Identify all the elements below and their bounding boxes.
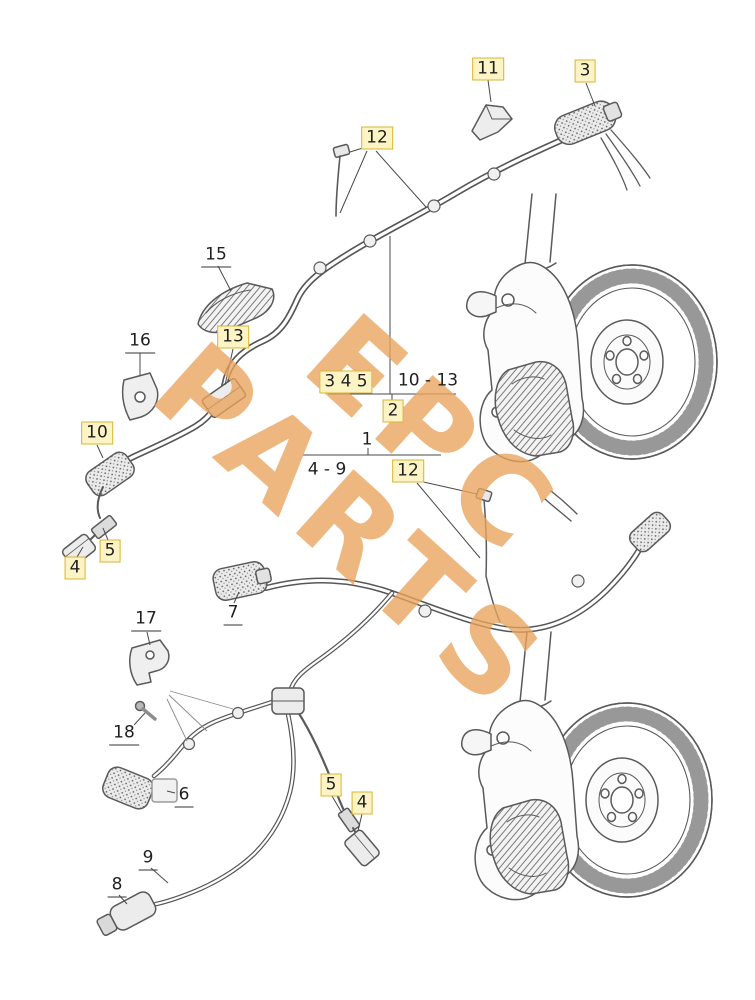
bracket-17	[128, 639, 170, 686]
wheel-sensor-head	[628, 511, 672, 553]
cable-tie-12-bottom	[475, 487, 501, 623]
callout-13-4: 13	[217, 325, 249, 349]
callout-12-2: 12	[361, 126, 393, 150]
grommet-clip	[231, 706, 245, 720]
connector-10	[85, 451, 135, 497]
connector-3	[553, 100, 651, 191]
callout-8-22: 8	[107, 875, 127, 898]
bracket-15	[197, 282, 275, 334]
grommet-clip	[363, 234, 377, 248]
callout-6-18: 6	[174, 785, 194, 808]
callout-3-1: 3	[574, 59, 596, 83]
grommet-clip	[182, 737, 196, 751]
callout-5-13: 5	[99, 539, 121, 563]
screw-18	[134, 700, 157, 721]
grommet-clip	[427, 199, 441, 213]
callout-15-3: 15	[201, 245, 231, 268]
cable-tie-12-top	[332, 143, 351, 217]
callout-1-10: 1	[361, 429, 373, 450]
grommet-clip	[418, 604, 432, 618]
sensor-5-bottom	[337, 807, 361, 833]
callout-10-9: 10	[81, 421, 113, 445]
connector-6	[102, 766, 154, 810]
grommet-clip	[487, 167, 501, 181]
bracket-16	[121, 372, 159, 421]
leader-lines	[76, 79, 596, 905]
sensor-8	[96, 891, 157, 937]
grommet-clip	[313, 261, 327, 275]
clip-13	[201, 377, 247, 419]
callout-12-12: 12	[392, 459, 424, 483]
bracket-6-box	[151, 778, 178, 803]
connector-7	[212, 561, 272, 601]
callout-7-15: 7	[223, 603, 243, 626]
callout-4-9-11: 4 - 9	[307, 459, 347, 480]
junction-grommet	[271, 687, 305, 715]
callout-4-20: 4	[351, 791, 373, 815]
bracket-11	[471, 104, 513, 141]
connector-4-bottom	[344, 829, 380, 867]
callout-9-21: 9	[138, 848, 158, 871]
callout-18-17: 18	[109, 723, 139, 746]
callout-11-0: 11	[472, 57, 504, 81]
callout-17-16: 17	[131, 609, 161, 632]
callout-10-13-7: 10 - 13	[397, 370, 459, 391]
callout-2-8: 2	[382, 399, 404, 423]
callout-345-6: 3 4 5	[319, 370, 373, 394]
callout-16-5: 16	[125, 331, 155, 354]
callout-5-19: 5	[320, 773, 342, 797]
callout-4-14: 4	[64, 556, 86, 580]
grommet-clip	[571, 574, 585, 588]
front-abs-harness	[61, 100, 651, 567]
